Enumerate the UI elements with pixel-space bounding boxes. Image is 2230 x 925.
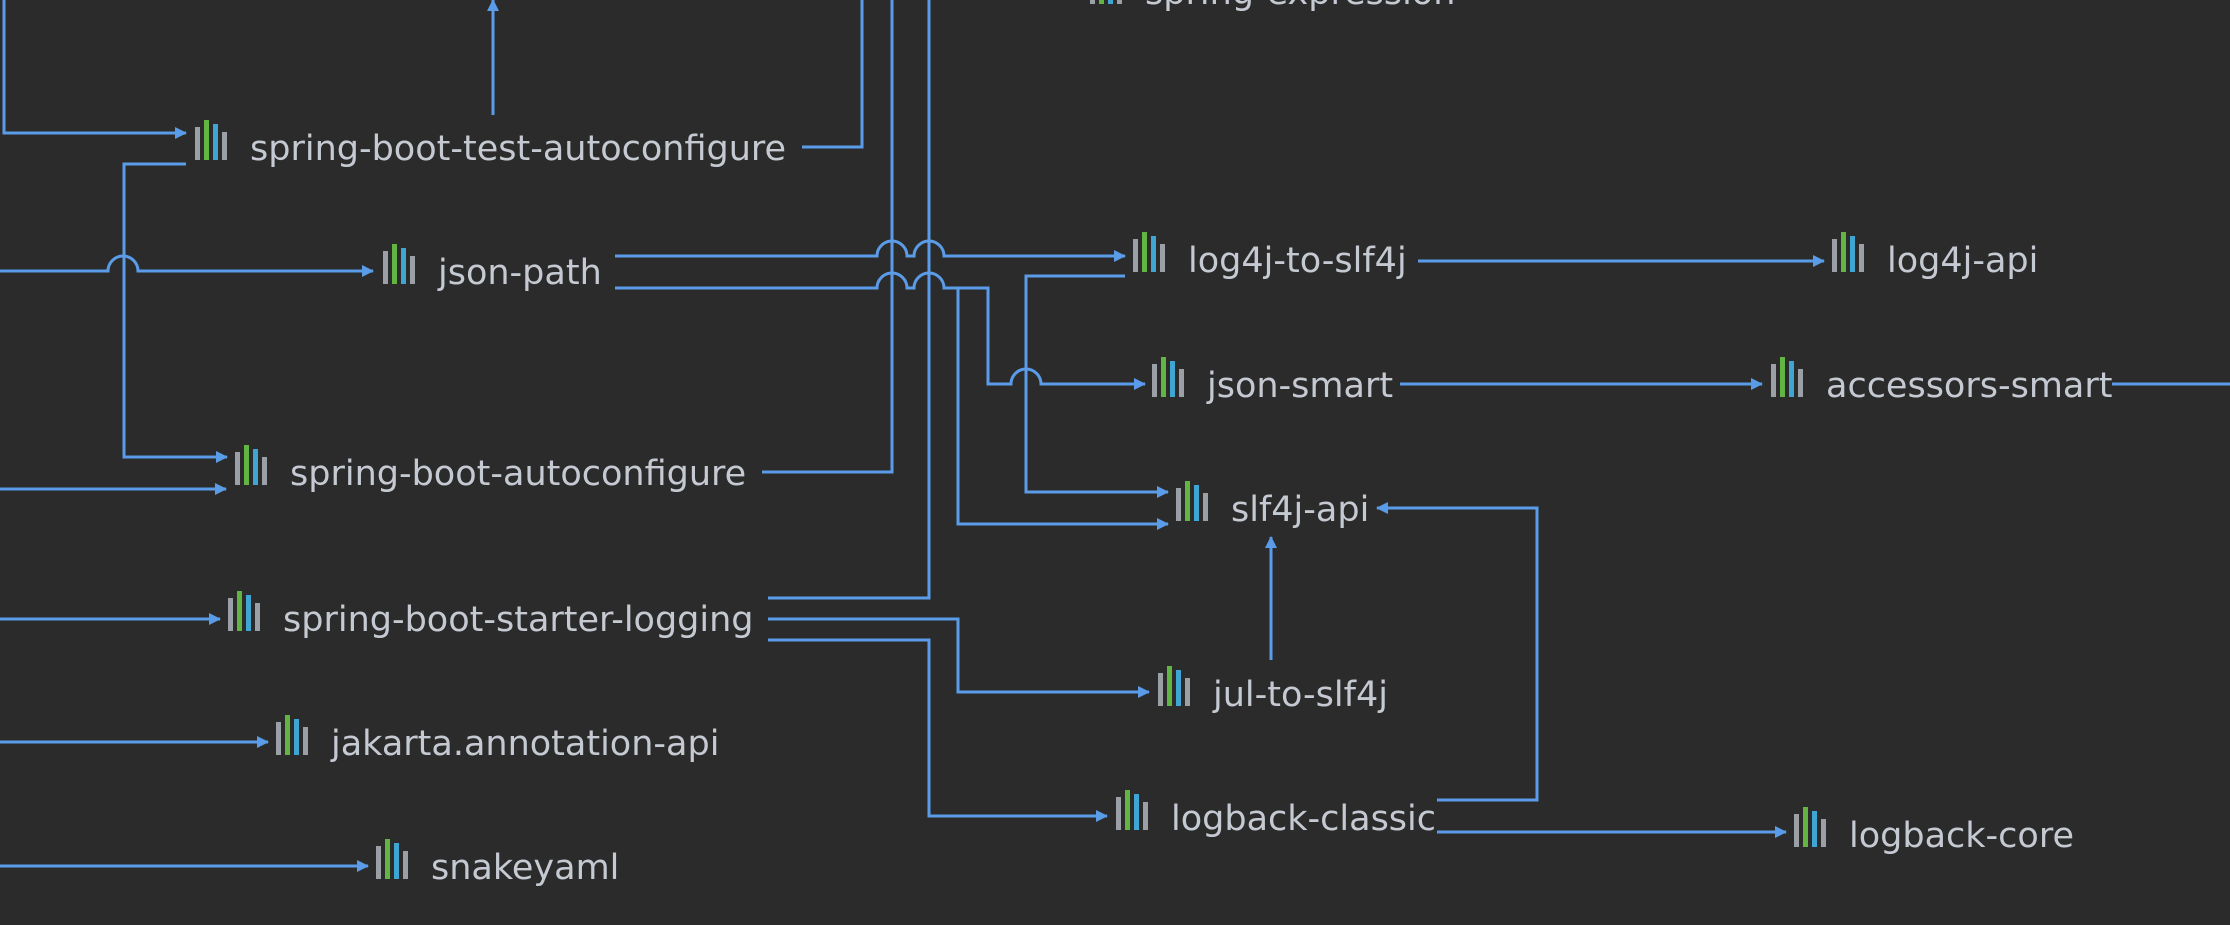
module-library-icon [376, 839, 408, 879]
edge-in-test-autoconfigure [2, 0, 187, 139]
module-library-icon [195, 120, 227, 160]
module-library-icon [1794, 807, 1826, 847]
node-spring-boot-test-autoconfigure[interactable]: spring-boot-test-autoconfigure [195, 120, 786, 169]
module-library-icon [276, 715, 308, 755]
node-accessors-smart[interactable]: accessors-smart [1771, 357, 2113, 406]
node-logback-core[interactable]: logback-core [1794, 807, 2074, 856]
node-label: spring-boot-starter-logging [283, 600, 754, 640]
edge-starter-logging-to-logback-classic [768, 638, 1108, 822]
node-label: log4j-api [1887, 241, 2038, 281]
node-label: json-smart [1206, 366, 1393, 406]
node-label: logback-core [1849, 816, 2074, 856]
edge-json-path-to-json-smart [615, 271, 1146, 390]
edges-layer [0, 0, 2230, 872]
edge-log4j-to-slf4j-to-slf4j-api [1024, 274, 1169, 498]
node-slf4j-api[interactable]: slf4j-api [1176, 481, 1369, 530]
node-label: spring-expression [1145, 0, 1455, 13]
module-library-icon [1152, 357, 1184, 397]
node-log4j-to-slf4j[interactable]: log4j-to-slf4j [1133, 232, 1407, 281]
node-label: accessors-smart [1826, 366, 2113, 406]
node-label: json-path [437, 253, 602, 293]
node-label: spring-boot-autoconfigure [290, 454, 746, 494]
edge-test-autoconfigure-to-autoconfigure [122, 162, 228, 463]
module-library-icon [1116, 790, 1148, 830]
node-label: jakarta.annotation-api [330, 724, 719, 764]
node-label: spring-boot-test-autoconfigure [250, 129, 786, 169]
edge-json-path-to-log4j-to-slf4j [615, 239, 1126, 262]
module-library-icon [1176, 481, 1208, 521]
module-library-icon [1832, 232, 1864, 272]
node-label: snakeyaml [431, 848, 619, 888]
node-label: slf4j-api [1231, 490, 1369, 530]
edge-json-path-to-slf4j-api [944, 286, 1169, 530]
node-logback-classic[interactable]: logback-classic [1116, 790, 1436, 839]
node-label: logback-classic [1171, 799, 1436, 839]
node-spring-boot-autoconfigure[interactable]: spring-boot-autoconfigure [235, 445, 746, 494]
module-library-icon [383, 244, 415, 284]
edge-starter-logging-to-jul-to-slf4j [768, 617, 1150, 698]
module-library-icon [228, 591, 260, 631]
edge-test-autoconfigure-up [802, 0, 864, 149]
module-library-icon [1090, 0, 1122, 4]
node-label: jul-to-slf4j [1212, 675, 1388, 715]
node-snakeyaml[interactable]: snakeyaml [376, 839, 619, 888]
edge-starter-logging-up [768, 0, 931, 600]
node-json-path[interactable]: json-path [383, 244, 602, 293]
node-spring-expression[interactable]: spring-expression [1090, 0, 1455, 13]
edge-logback-classic-to-slf4j-api [1376, 502, 1539, 802]
node-jakarta-annotation-api[interactable]: jakarta.annotation-api [276, 715, 719, 764]
nodes-layer: spring-expression spring-boot-test-autoco… [195, 0, 2113, 888]
module-library-icon [1133, 232, 1165, 272]
module-library-icon [235, 445, 267, 485]
node-label: log4j-to-slf4j [1188, 241, 1407, 281]
edge-autoconfigure-up [762, 0, 894, 474]
module-library-icon [1771, 357, 1803, 397]
module-library-icon [1158, 666, 1190, 706]
node-log4j-api[interactable]: log4j-api [1832, 232, 2038, 281]
edge-in-json-path [0, 254, 374, 277]
node-json-smart[interactable]: json-smart [1152, 357, 1393, 406]
node-spring-boot-starter-logging[interactable]: spring-boot-starter-logging [228, 591, 754, 640]
node-jul-to-slf4j[interactable]: jul-to-slf4j [1158, 666, 1388, 715]
